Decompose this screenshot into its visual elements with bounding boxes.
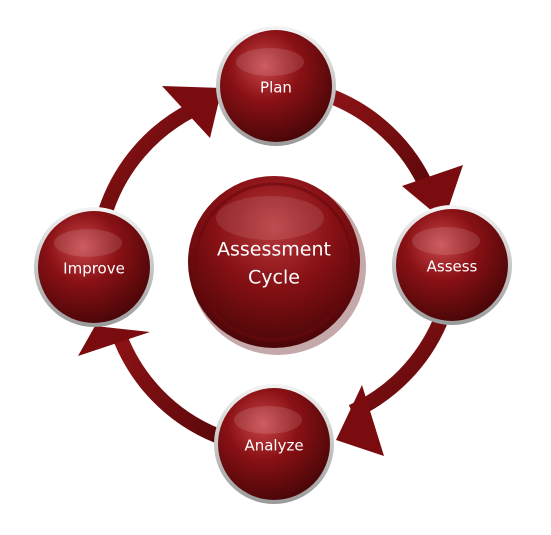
center-label-line2: Cycle: [248, 267, 300, 289]
center-label-line1: Assessment: [217, 239, 331, 261]
node-label-improve: Improve: [63, 260, 125, 278]
node-label-analyze: Analyze: [244, 437, 303, 455]
center-node: Assessment Cycle: [188, 176, 366, 355]
arrowhead-improve-to-plan: [162, 86, 222, 138]
arrow-improve-to-plan: [98, 103, 196, 213]
cycle-arrows: [78, 86, 463, 456]
arrow-plan-to-assess: [327, 88, 435, 194]
node-label-assess: Assess: [427, 258, 478, 276]
node-improve: Improve: [34, 207, 154, 327]
arrow-analyze-to-improve: [110, 329, 221, 443]
node-analyze: Analyze: [214, 384, 334, 504]
node-plan: Plan: [216, 26, 336, 146]
arrowhead-assess-to-analyze: [336, 385, 384, 456]
arrowhead-analyze-to-improve: [78, 326, 150, 356]
node-label-plan: Plan: [260, 79, 292, 97]
node-assess: Assess: [392, 205, 512, 325]
